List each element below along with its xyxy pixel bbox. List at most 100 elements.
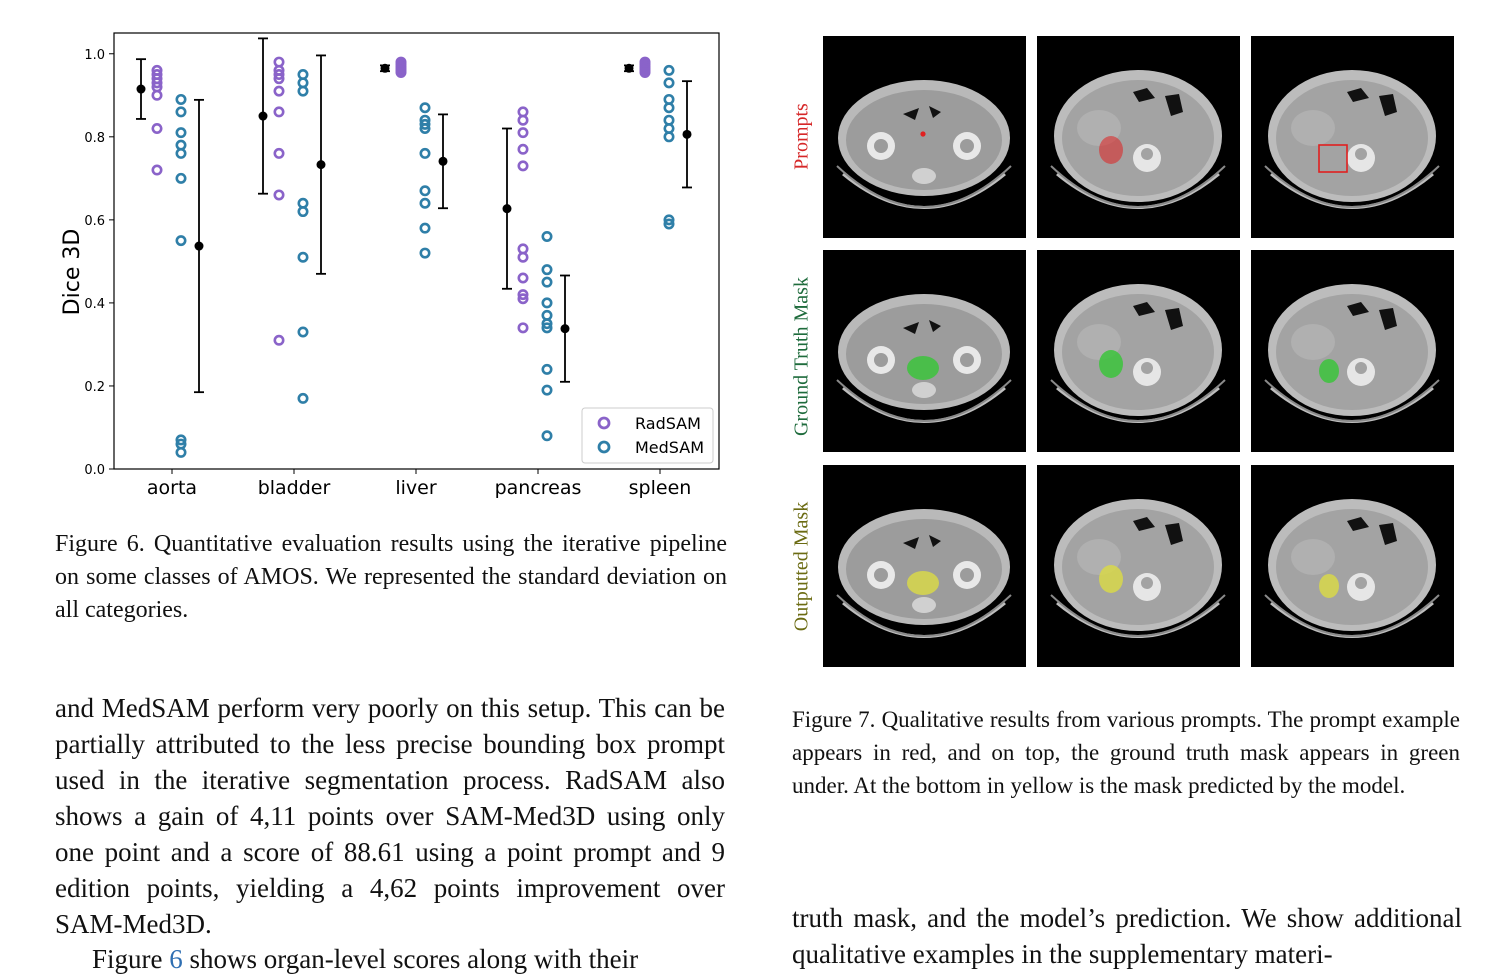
ct-scan-prompt-2 [1037, 36, 1240, 238]
ct-scan-prompt-1 [823, 36, 1026, 238]
data-point-medsam [419, 222, 431, 234]
data-point-radsam [517, 127, 529, 139]
y-tick-label: 0.4 [84, 297, 105, 312]
x-tick-label: spleen [629, 477, 692, 499]
ct-scan-outputted-2 [1037, 465, 1240, 667]
data-point-radsam [517, 289, 529, 301]
row-label-outputted: Outputted Mask [790, 501, 813, 632]
legend-marker [597, 416, 611, 430]
data-point-medsam [541, 297, 553, 309]
ct-scan-outputted-1 [823, 465, 1026, 667]
y-tick-label: 0.6 [84, 214, 105, 229]
data-point-radsam [273, 106, 285, 118]
plot-frame [113, 32, 720, 470]
data-point-medsam [541, 384, 553, 396]
legend-label: MedSAM [635, 438, 704, 457]
ct-scan-prompt-3 [1251, 36, 1454, 238]
data-point-radsam [273, 334, 285, 346]
data-point-radsam [273, 85, 285, 97]
mean-marker [316, 160, 326, 170]
data-point-medsam [175, 446, 187, 458]
mean-marker [194, 241, 204, 251]
data-point-medsam [419, 118, 431, 130]
para-text: Figure [92, 944, 170, 974]
data-point-medsam [541, 363, 553, 375]
data-point-medsam [541, 430, 553, 442]
figure-6-caption: Figure 6. Quantitative evaluation result… [55, 531, 727, 623]
x-tick-label: bladder [258, 477, 331, 499]
body-paragraph-left: and MedSAM perform very poorly on this s… [55, 693, 725, 939]
y-tick-label: 0.8 [84, 131, 105, 146]
data-point-medsam [419, 147, 431, 159]
mean-marker [136, 84, 146, 94]
data-point-radsam [517, 322, 529, 334]
data-point-radsam [395, 66, 407, 78]
chart-marks [136, 37, 692, 458]
data-point-medsam [541, 322, 553, 334]
data-point-radsam [151, 77, 163, 89]
data-point-medsam [175, 147, 187, 159]
data-point-medsam [297, 251, 309, 263]
data-point-medsam [663, 64, 675, 76]
data-point-medsam [419, 102, 431, 114]
data-point-medsam [297, 206, 309, 218]
data-point-medsam [175, 172, 187, 184]
row-label-prompts: Prompts [790, 103, 813, 170]
y-tick-label: 0.0 [84, 463, 105, 478]
data-point-medsam [175, 93, 187, 105]
data-point-radsam [517, 293, 529, 305]
data-point-radsam [273, 73, 285, 85]
data-point-medsam [297, 85, 309, 97]
x-tick-label: liver [395, 477, 436, 499]
data-point-medsam [419, 185, 431, 197]
data-point-radsam [639, 66, 651, 78]
ct-scan-ground-truth-1 [823, 250, 1026, 452]
x-axis: aorta bladder liver pancreas spleen [147, 469, 691, 499]
ct-scan-ground-truth-2 [1037, 250, 1240, 452]
data-point-medsam [541, 264, 553, 276]
data-point-medsam [663, 131, 675, 143]
data-point-medsam [419, 247, 431, 259]
x-tick-label: pancreas [495, 477, 582, 499]
ct-scan-ground-truth-3 [1251, 250, 1454, 452]
row-label-ground-truth: Ground Truth Mask [790, 277, 813, 436]
data-point-medsam [175, 127, 187, 139]
data-point-medsam [541, 230, 553, 242]
legend-box [581, 407, 714, 464]
legend-label: RadSAM [635, 414, 701, 433]
data-point-medsam [419, 123, 431, 135]
mean-marker [438, 156, 448, 166]
data-point-radsam [273, 69, 285, 81]
data-point-radsam [151, 89, 163, 101]
body-paragraph-left-2: Figure 6 shows organ-level scores along … [55, 941, 725, 977]
data-point-radsam [273, 189, 285, 201]
mean-marker [258, 111, 268, 121]
para-text: shows organ-level scores along with thei… [182, 944, 639, 974]
data-point-radsam [151, 164, 163, 176]
y-tick-label: 0.2 [84, 380, 105, 395]
y-axis-label: Dice 3D [60, 229, 85, 316]
data-point-radsam [273, 147, 285, 159]
data-point-medsam [663, 77, 675, 89]
data-point-medsam [297, 392, 309, 404]
x-tick-label: aorta [147, 477, 197, 499]
mean-marker [380, 63, 390, 73]
data-point-medsam [663, 214, 675, 226]
data-point-medsam [663, 218, 675, 230]
data-point-radsam [517, 272, 529, 284]
mean-marker [624, 63, 634, 73]
data-point-medsam [541, 318, 553, 330]
data-point-radsam [517, 143, 529, 155]
body-paragraph-right: truth mask, and the model’s prediction. … [792, 903, 1462, 969]
figure-7-caption: Figure 7. Qualitative results from vario… [792, 707, 1460, 798]
data-point-medsam [175, 235, 187, 247]
data-point-radsam [517, 160, 529, 172]
data-point-medsam [175, 434, 187, 446]
data-point-medsam [419, 197, 431, 209]
data-point-radsam [517, 114, 529, 126]
mean-marker [560, 324, 570, 334]
mean-marker [682, 129, 692, 139]
figure-reference-link[interactable]: 6 [169, 944, 183, 974]
mean-marker [502, 204, 512, 214]
